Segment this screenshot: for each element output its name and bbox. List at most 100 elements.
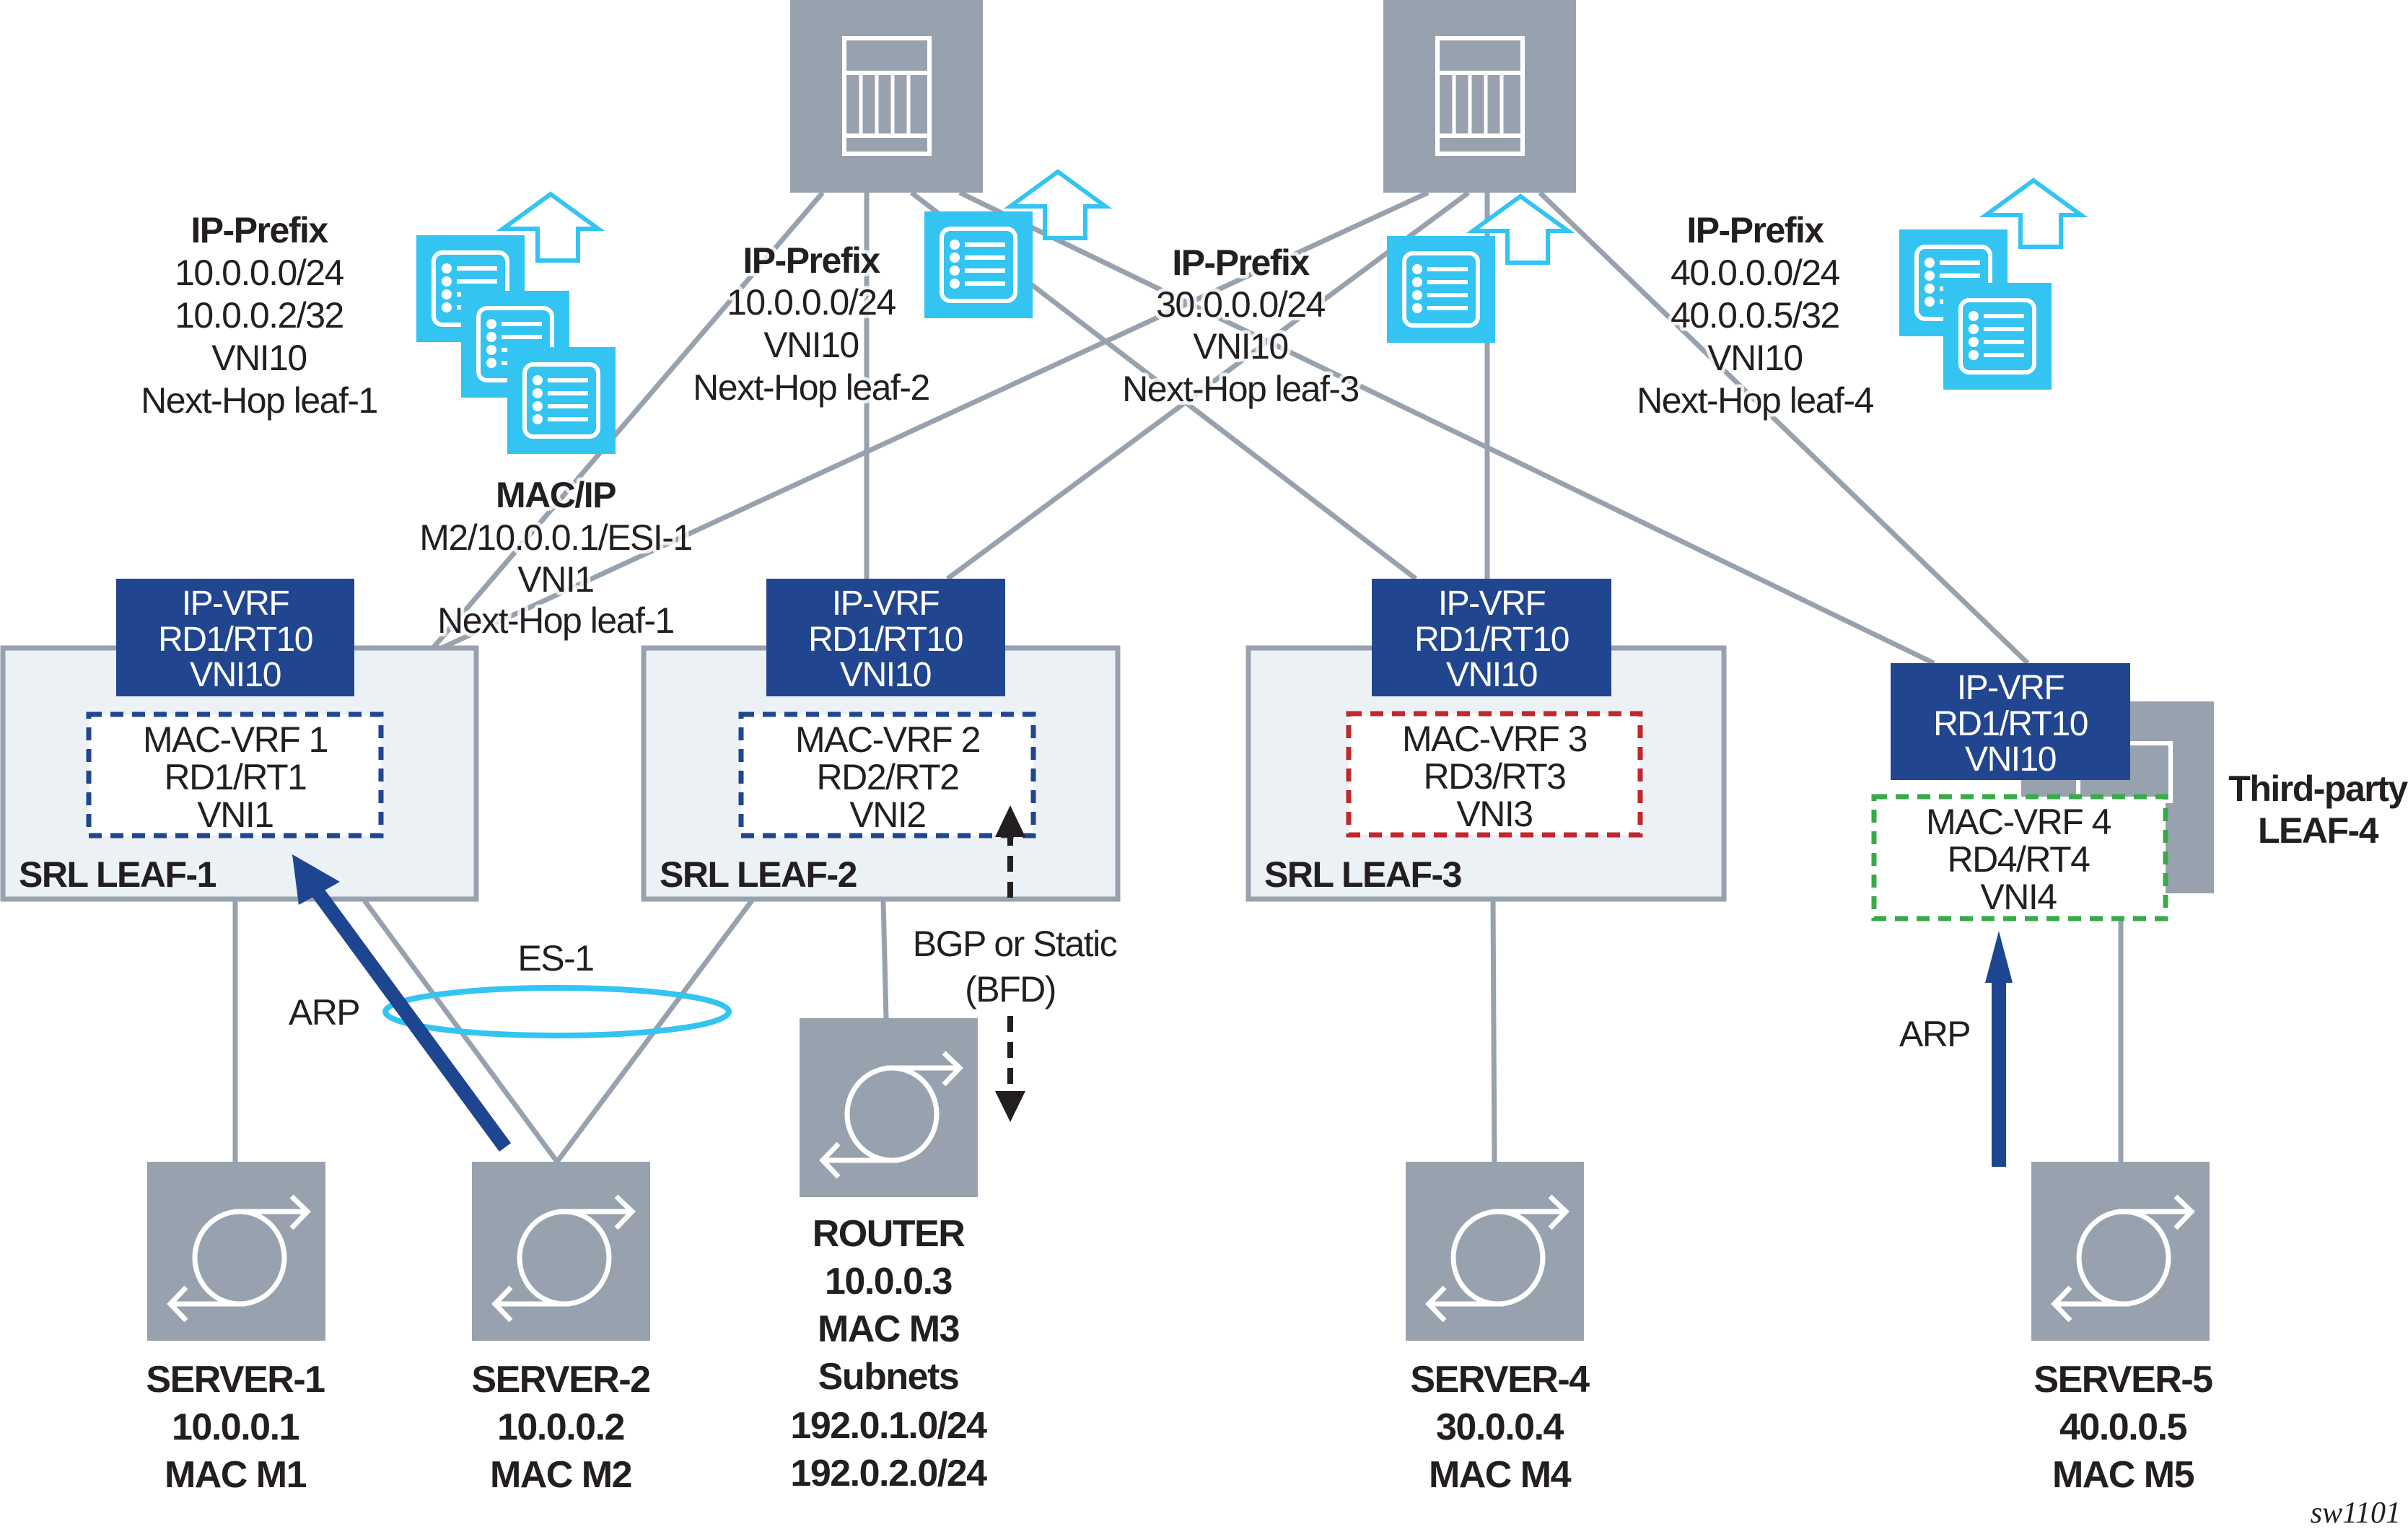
- link-spine1-leaf4: [958, 190, 1935, 666]
- server-2[interactable]: SERVER-2 10.0.0.2 MAC M2: [471, 1162, 650, 1496]
- link-spine2-leaf2: [945, 191, 1471, 581]
- mac-ip-label: M2/10.0.0.1/ESI-1: [419, 517, 692, 558]
- server-exchange-icon: [1406, 1162, 1584, 1341]
- prefix-label: 10.0.0.0/24: [727, 282, 896, 323]
- mac-vrf-label: MAC-VRF 1: [143, 719, 328, 760]
- subnets-label: Subnets: [818, 1356, 959, 1398]
- host-mac: MAC M3: [818, 1308, 960, 1350]
- ip-vrf-vni: VNI10: [1446, 656, 1537, 694]
- route-label-leaf1: IP-Prefix 10.0.0.0/24 10.0.0.2/32 VNI10 …: [137, 206, 382, 424]
- link-spine2-leaf1: [440, 190, 1430, 651]
- host-mac: MAC M2: [490, 1454, 631, 1496]
- prefix-label: 10.0.0.2/32: [175, 295, 343, 336]
- prefix-label: 40.0.0.0/24: [1671, 253, 1839, 293]
- link-leaf2-router: [880, 900, 889, 1019]
- ip-vrf-box[interactable]: [766, 579, 1005, 696]
- leaf-name: SRL LEAF-2: [660, 854, 857, 895]
- ip-vrf-vni: VNI10: [190, 656, 281, 694]
- ip-vrf-label: IP-VRF: [1957, 669, 2065, 707]
- next-hop-label: Next-Hop leaf-2: [693, 367, 929, 408]
- route-table-icon: [507, 347, 616, 454]
- prefix-label: 30.0.0.0/24: [1156, 284, 1325, 325]
- host-name: SERVER-1: [146, 1359, 325, 1401]
- route-type-label: IP-Prefix: [1686, 210, 1824, 250]
- route-type-label: IP-Prefix: [191, 210, 328, 250]
- leaf-name: SRL LEAF-1: [19, 854, 216, 895]
- mac-vrf-vni: VNI1: [197, 794, 273, 835]
- host-mac: MAC M1: [165, 1454, 307, 1496]
- vni-label: VNI1: [517, 559, 593, 600]
- leaf-name: Third-party: [2228, 768, 2408, 809]
- next-hop-label: Next-Hop leaf-4: [1637, 380, 1873, 421]
- leaf-2[interactable]: IP-VRF RD1/RT10 VNI10 MAC-VRF 2 RD2/RT2 …: [641, 579, 1121, 902]
- leaf-3[interactable]: IP-VRF RD1/RT10 VNI10 MAC-VRF 3 RD3/RT3 …: [1245, 579, 1727, 902]
- route-table-icon: [924, 211, 1033, 318]
- mac-vrf-box[interactable]: [1871, 794, 2168, 921]
- mac-vrf-box[interactable]: [738, 711, 1036, 838]
- route-type-label: IP-Prefix: [1172, 242, 1310, 283]
- ip-vrf-label: IP-VRF: [1438, 584, 1546, 623]
- host-ip: 30.0.0.4: [1436, 1406, 1564, 1448]
- leaf-name: LEAF-4: [2258, 810, 2379, 851]
- server-exchange-icon: [2031, 1162, 2210, 1341]
- leaf-1[interactable]: IP-VRF RD1/RT10 VNI10 MAC-VRF 1 RD1/RT1 …: [0, 579, 479, 902]
- ip-vrf-box[interactable]: [1372, 579, 1611, 696]
- vni-label: VNI10: [763, 325, 858, 365]
- host-ip: 10.0.0.2: [497, 1406, 624, 1448]
- spine-2[interactable]: [1383, 0, 1576, 193]
- mac-vrf-label: MAC-VRF 4: [1926, 802, 2111, 842]
- figure-id: sw1101: [2311, 1497, 2401, 1530]
- route-label-leaf4: IP-Prefix 40.0.0.0/24 40.0.0.5/32 VNI10 …: [1633, 206, 1878, 424]
- ip-vrf-label: IP-VRF: [832, 584, 940, 623]
- ethernet-segment-ring: [382, 985, 732, 1038]
- mac-vrf-box[interactable]: [86, 711, 384, 838]
- vni-label: VNI10: [211, 338, 306, 378]
- route-icons-leaf3: [1387, 196, 1568, 343]
- route-type-label: IP-Prefix: [743, 240, 880, 281]
- host-ip: 40.0.0.5: [2059, 1406, 2187, 1448]
- leaf-4[interactable]: IP-VRF RD1/RT10 VNI10 MAC-VRF 4 RD4/RT4 …: [1871, 663, 2408, 921]
- bfd-label: (BFD): [965, 969, 1056, 1010]
- access-links: [232, 898, 2124, 1164]
- ip-vrf-rd-rt: RD1/RT10: [158, 621, 312, 659]
- ip-vrf-rd-rt: RD1/RT10: [808, 621, 963, 659]
- server-exchange-icon: [800, 1018, 978, 1197]
- mac-vrf-box[interactable]: [1346, 711, 1643, 838]
- link-spine2-leaf4: [1538, 191, 2030, 665]
- mac-vrf-rd-rt: RD4/RT4: [1948, 839, 2090, 880]
- next-hop-label: Next-Hop leaf-3: [1122, 369, 1359, 409]
- ethernet-segment-label: ES-1: [517, 938, 593, 978]
- subnet: 192.0.2.0/24: [790, 1453, 987, 1494]
- subnet: 192.0.1.0/24: [790, 1405, 987, 1447]
- bgp-bfd-arrow: [995, 805, 1025, 1122]
- ip-vrf-box[interactable]: [1891, 663, 2130, 780]
- server-1[interactable]: SERVER-1 10.0.0.1 MAC M1: [146, 1162, 325, 1496]
- ip-vrf-vni: VNI10: [840, 656, 931, 694]
- host-name: ROUTER: [813, 1213, 966, 1255]
- route-table-icon: [1387, 236, 1495, 343]
- ip-vrf-rd-rt: RD1/RT10: [1414, 621, 1569, 659]
- next-hop-label: Next-Hop leaf-1: [437, 600, 674, 641]
- vni-label: VNI10: [1193, 326, 1287, 367]
- mac-vrf-label: MAC-VRF 2: [795, 719, 980, 760]
- arp-arrow-left: [292, 854, 512, 1152]
- host-ip: 10.0.0.1: [172, 1406, 299, 1448]
- router[interactable]: ROUTER 10.0.0.3 MAC M3 Subnets 192.0.1.0…: [790, 1018, 989, 1494]
- route-icons-leaf2: [924, 172, 1106, 318]
- server-5[interactable]: SERVER-5 40.0.0.5 MAC M5: [2031, 1162, 2214, 1496]
- mac-vrf-vni: VNI3: [1456, 794, 1532, 834]
- host-name: SERVER-5: [2033, 1359, 2212, 1401]
- vni-label: VNI10: [1707, 338, 1802, 378]
- server-exchange-icon: [147, 1162, 325, 1341]
- host-name: SERVER-2: [471, 1359, 649, 1401]
- arp-label: ARP: [289, 992, 359, 1033]
- spine-1[interactable]: [790, 0, 983, 193]
- route-icons-leaf4: [1899, 180, 2081, 390]
- ip-vrf-label: IP-VRF: [182, 584, 289, 623]
- ip-vrf-box[interactable]: [116, 579, 354, 696]
- mac-vrf-rd-rt: RD2/RT2: [817, 757, 959, 797]
- mac-vrf-label: MAC-VRF 3: [1402, 719, 1587, 759]
- bgp-label: BGP or Static: [913, 924, 1117, 964]
- server-4[interactable]: SERVER-4 30.0.0.4 MAC M4: [1406, 1162, 1591, 1496]
